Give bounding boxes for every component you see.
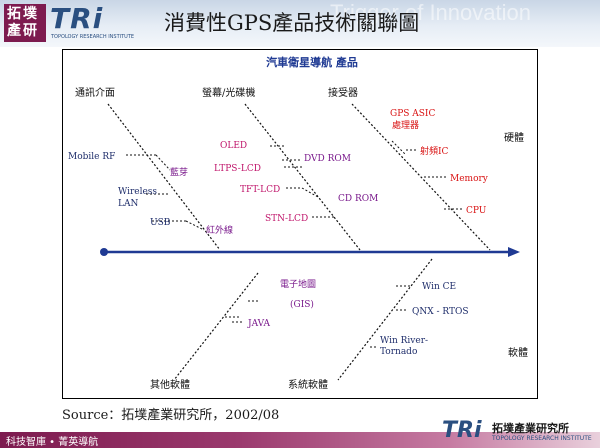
logo-cn-box: 拓墣產研 <box>4 4 46 42</box>
label-system-sw: 系統軟體 <box>288 378 328 391</box>
item-mobile-rf: Mobile RF <box>68 152 115 162</box>
item-cd: CD ROM <box>338 194 378 204</box>
item-cpu: CPU <box>466 206 487 216</box>
page-title: 消費性GPS產品技術關聯圖 <box>164 11 420 35</box>
item-infrared: 紅外線 <box>206 224 233 236</box>
item-memory: Memory <box>450 174 489 184</box>
item-emap-1: 電子地圖 <box>280 278 316 290</box>
item-bluetooth: 藍芽 <box>170 166 188 178</box>
item-tft: TFT-LCD <box>240 185 280 195</box>
label-display: 螢幕/光碟機 <box>202 86 255 99</box>
branch-display-line <box>244 103 361 251</box>
item-gps-asic-1: GPS ASIC <box>390 109 435 119</box>
item-wind-2: Tornado <box>380 347 417 357</box>
label-comm: 通訊介面 <box>75 86 115 99</box>
item-wireless-2: LAN <box>118 199 138 209</box>
item-emap-2: (GIS) <box>290 299 314 310</box>
spine-tail-dot <box>100 248 108 256</box>
item-usb: USB <box>150 218 171 228</box>
footer-logo: TRi 拓墣產業研究所 TOPOLOGY RESEARCH INSTITUTE <box>442 418 598 446</box>
spine-arrowhead <box>508 247 520 257</box>
footer-tagline: 科技智庫 • 菁英導航 <box>6 437 99 448</box>
label-hardware: 硬體 <box>504 132 524 144</box>
item-stn: STN-LCD <box>265 214 308 224</box>
item-wind-1: Win River- <box>380 336 428 346</box>
label-receiver: 接受器 <box>328 86 358 99</box>
branch-other-sw-line <box>173 272 259 381</box>
source-note: Source：拓墣產業研究所，2002/08 <box>62 408 280 423</box>
item-rf-ic: 射頻IC <box>420 145 449 157</box>
diagram-heading: 汽車衛星導航 產品 <box>266 55 358 69</box>
item-wireless-1: Wireless <box>118 187 157 197</box>
label-software: 軟體 <box>508 346 528 359</box>
item-qnx: QNX - RTOS <box>412 307 469 317</box>
footer-logo-en: TOPOLOGY RESEARCH INSTITUTE <box>492 435 592 442</box>
footer-bar: 科技智庫 • 菁英導航 <box>0 432 600 448</box>
item-java: JAVA <box>247 319 271 329</box>
header-slogan: Trigger of Innovation <box>330 0 531 25</box>
footer-logo-tri: TRi <box>442 418 482 443</box>
item-dvd: DVD ROM <box>304 154 351 164</box>
footer-logo-cn: 拓墣產業研究所 <box>492 422 569 435</box>
logo-tri: TRi <box>50 2 104 35</box>
branch-receiver-line <box>351 103 491 251</box>
label-other-sw: 其他軟體 <box>150 378 190 391</box>
branch-system-sw-line <box>337 258 433 381</box>
item-gps-asic-2: 處理器 <box>392 119 419 131</box>
logo-cn-text: 拓墣產研 <box>7 6 39 39</box>
diagram-frame <box>62 49 538 399</box>
item-ltps: LTPS-LCD <box>214 164 261 174</box>
header-banner: Trigger of Innovation 拓墣產研 TRi TOPOLOGY … <box>0 0 600 47</box>
logo-subtitle: TOPOLOGY RESEARCH INSTITUTE <box>51 34 135 40</box>
item-oled: OLED <box>220 141 247 151</box>
item-wince: Win CE <box>422 282 456 292</box>
branch-comm-line <box>107 103 221 251</box>
fishbone-diagram: 汽車衛星導航 產品 通訊介面 螢幕/光碟機 <box>68 55 528 391</box>
